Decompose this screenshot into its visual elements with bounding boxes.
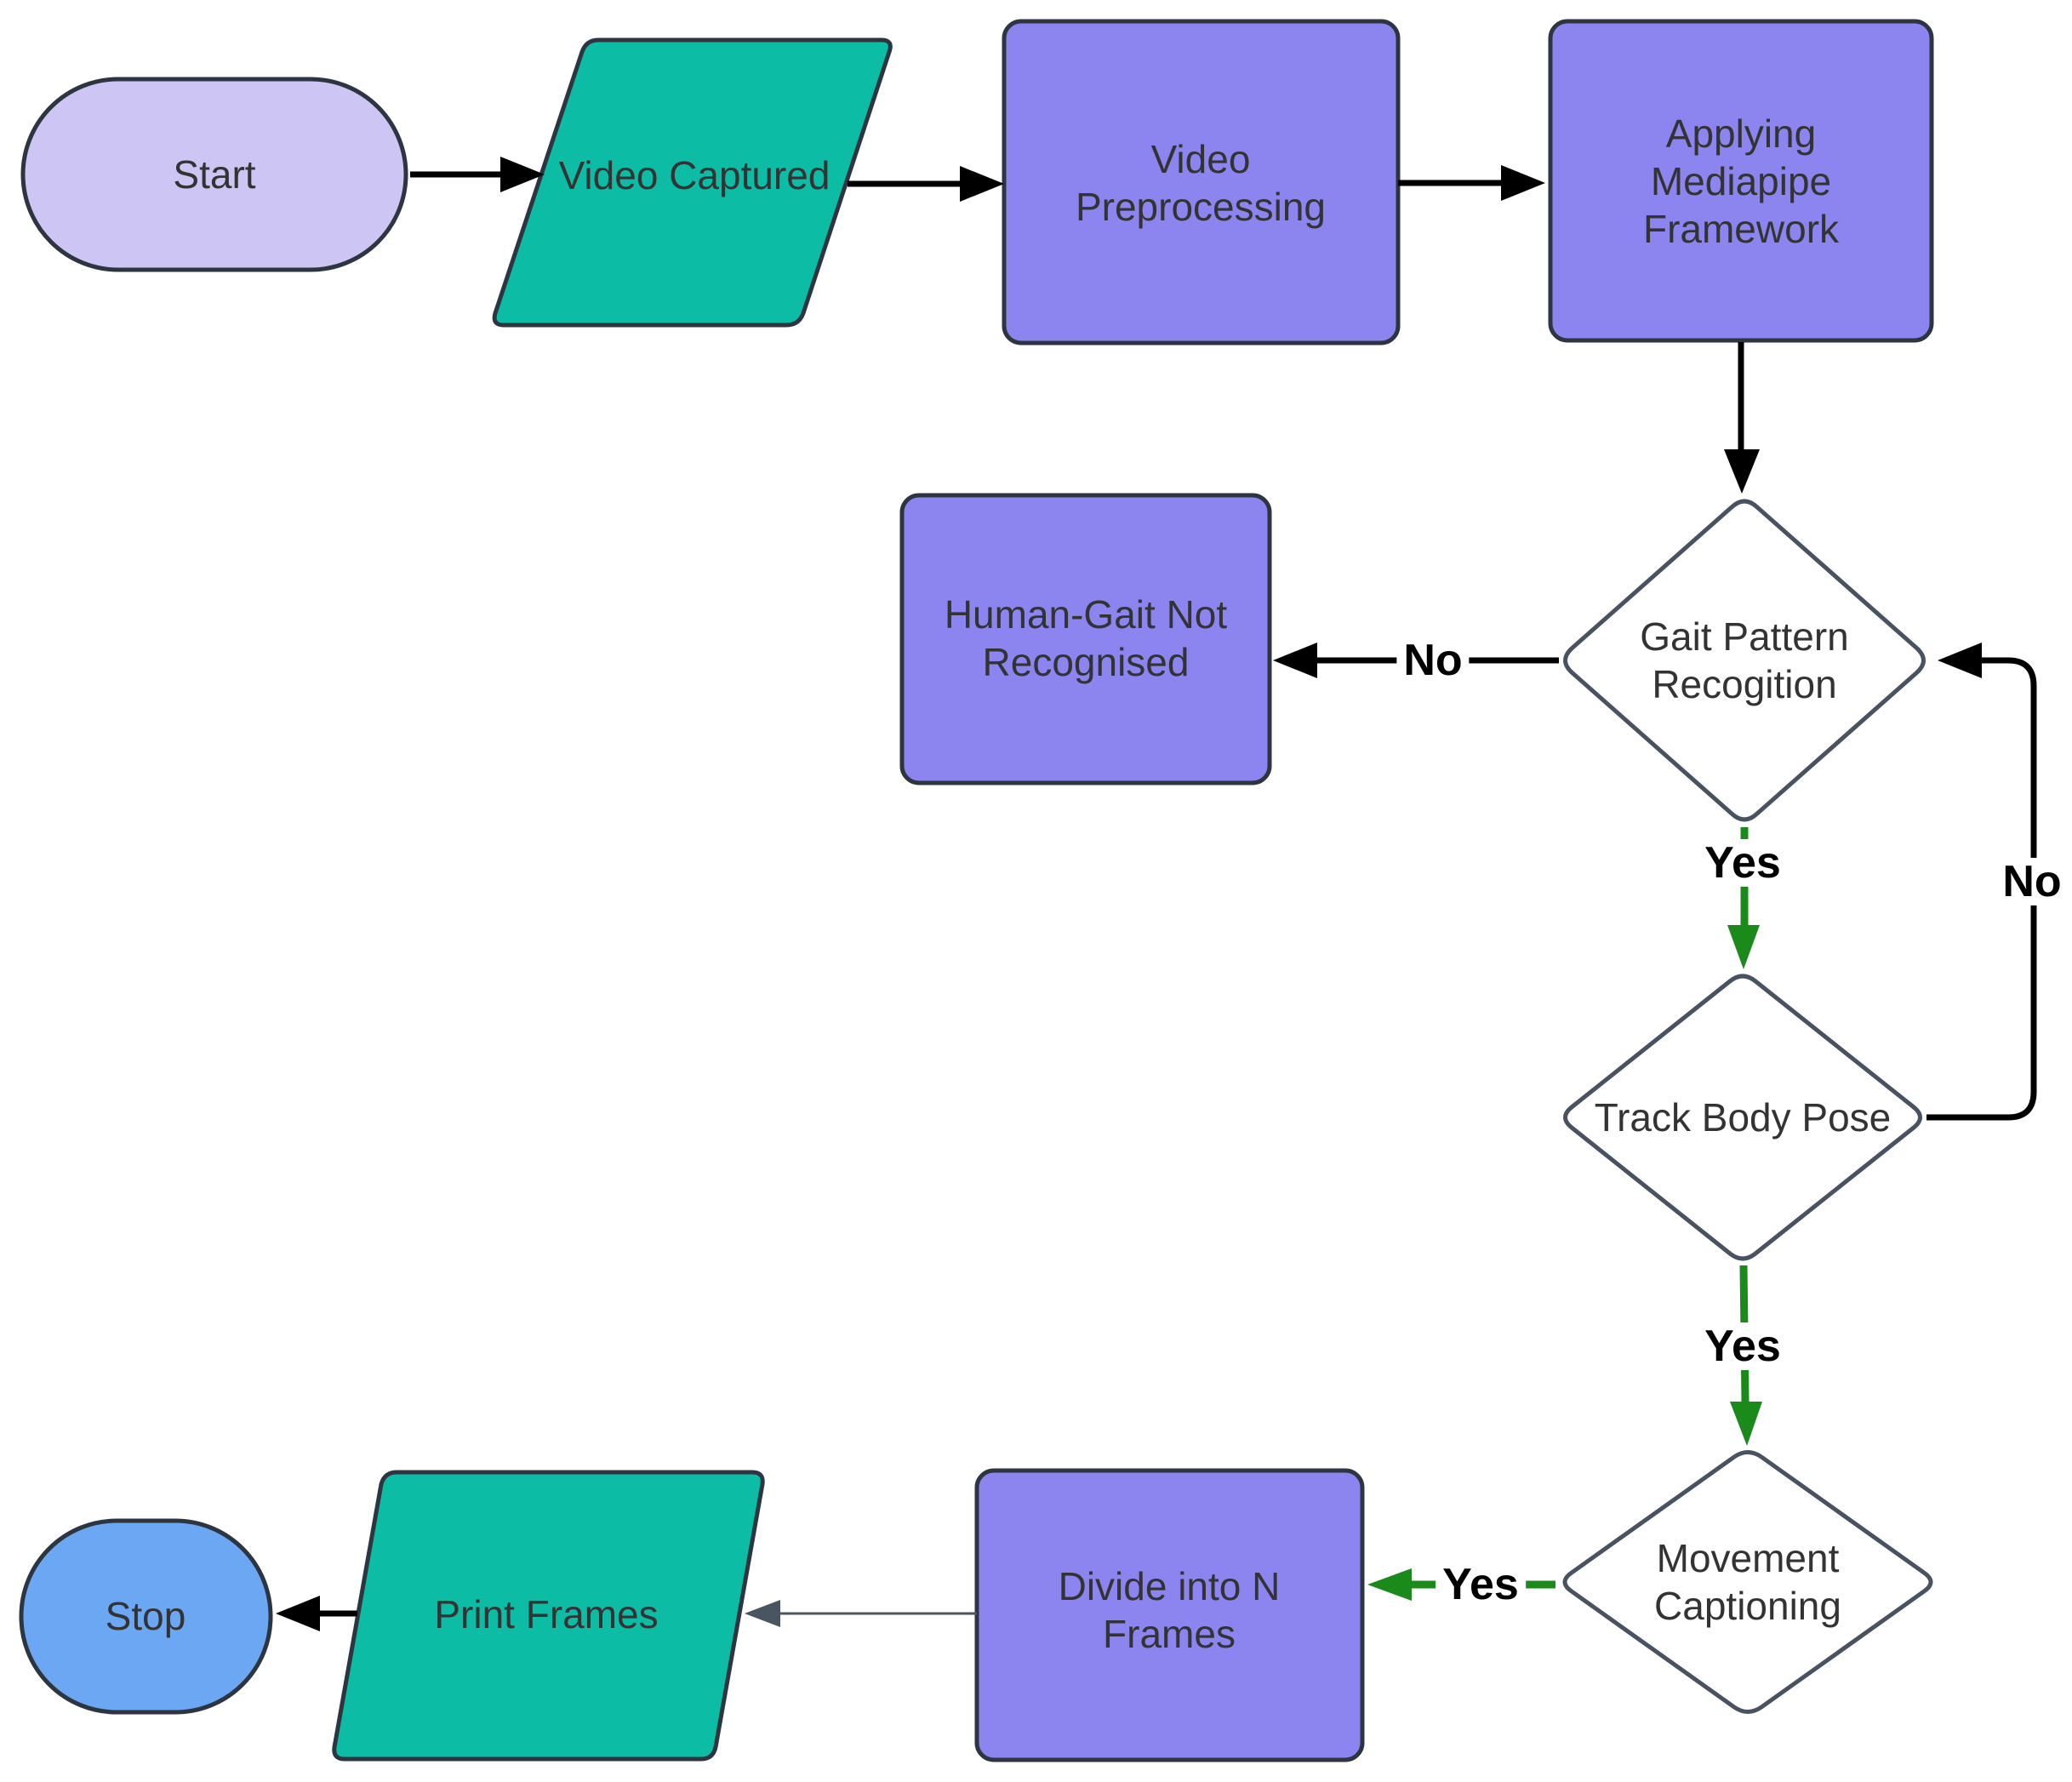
start-label: Start <box>173 151 256 197</box>
arrowhead-video-captured-to-preprocessing <box>960 166 1004 202</box>
track-body-pose-decision-shape <box>1563 974 1922 1261</box>
track-no-edge-label: No <box>1995 858 2069 905</box>
print-frames-label: Print Frames <box>434 1591 659 1636</box>
print-frames-parallelogram-shape <box>332 1470 765 1762</box>
gait-no-edge-label: No <box>1396 637 1470 684</box>
arrowhead-start-to-video-captured <box>500 157 545 192</box>
track-body-pose-label: Track Body Pose <box>1594 1094 1892 1139</box>
movement-captioning-label: Movement Captioning <box>1654 1535 1841 1628</box>
movement-yes-edge-label: Yes <box>1436 1561 1526 1608</box>
video-preprocessing-label: Video Preprocessing <box>1075 136 1327 229</box>
arrowhead-preprocessing-to-mediapipe <box>1501 165 1545 201</box>
stop-label: Stop <box>105 1593 186 1638</box>
divide-into-n-frames-process-shape <box>974 1468 1365 1762</box>
human-gait-not-recognised-label: Human-Gait Not Recognised <box>944 591 1228 684</box>
arrowhead-gait-yes-to-track <box>1727 925 1760 969</box>
applying-mediapipe-process-shape <box>1548 19 1934 343</box>
arrowhead-print-frames-to-stop <box>276 1596 320 1631</box>
arrowhead-divide-to-print-frames <box>745 1600 780 1627</box>
arrowhead-mediapipe-to-gait-decision <box>1724 449 1760 494</box>
gait-pattern-decision-shape <box>1563 499 1926 822</box>
human-gait-not-recognised-process-shape <box>899 493 1272 785</box>
stop-terminator-shape <box>19 1518 273 1715</box>
track-yes-edge-label: Yes <box>1698 1322 1788 1370</box>
start-terminator-shape <box>20 77 408 272</box>
gait-yes-edge-label: Yes <box>1698 839 1788 887</box>
video-captured-label: Video Captured <box>558 152 831 197</box>
arrowhead-movement-yes-to-divide <box>1367 1568 1412 1601</box>
gait-pattern-recognition-label: Gait Pattern Recogition <box>1640 614 1849 706</box>
arrowhead-track-yes-to-movement <box>1730 1402 1762 1446</box>
applying-mediapipe-label: Applying Mediapipe Framework <box>1642 111 1840 252</box>
video-captured-parallelogram-shape <box>492 37 893 328</box>
movement-captioning-decision-shape <box>1562 1450 1933 1714</box>
arrowhead-track-no-feedback-loop <box>1938 643 1982 678</box>
arrowhead-gait-no-to-not-recognised <box>1273 643 1317 678</box>
divide-into-n-frames-label: Divide into N Frames <box>1058 1563 1281 1656</box>
